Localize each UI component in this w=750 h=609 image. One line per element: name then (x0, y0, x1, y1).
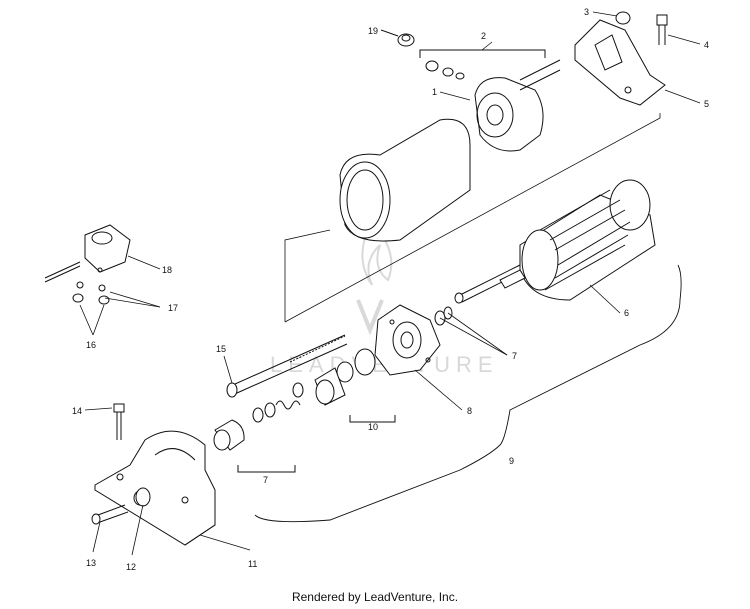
part-4-bolt (656, 14, 668, 45)
part-7-spacer (213, 382, 304, 473)
part-14-bolt (113, 403, 125, 440)
part-13-bolt (91, 504, 129, 525)
part-10-drive (314, 348, 396, 423)
callout-17: 17 (168, 303, 178, 313)
callout-1: 1 (432, 87, 437, 97)
callout-19: 19 (368, 26, 378, 36)
callout-labels: 19 2 1 3 4 5 6 7 8 9 10 7 11 12 13 14 15… (72, 7, 709, 572)
callout-14: 14 (72, 406, 82, 416)
leader-lines (79, 11, 701, 556)
footer-credit: Rendered by LeadVenture, Inc. (291, 590, 459, 604)
callout-18: 18 (162, 265, 172, 275)
assembly-bracket-9 (254, 264, 682, 523)
part-5-mounting-bracket (574, 19, 666, 106)
callout-13: 13 (86, 558, 96, 568)
part-1-end-cap (474, 59, 561, 152)
callout-16: 16 (86, 340, 96, 350)
callout-9: 9 (509, 456, 514, 466)
callout-11: 11 (248, 559, 257, 569)
callout-12: 12 (126, 562, 136, 572)
part-11-bracket (94, 430, 216, 546)
motor-housing (339, 118, 471, 242)
part-18-solenoid (44, 224, 131, 292)
part-15-through-bolt (226, 334, 348, 398)
part-16-17-nuts (72, 293, 110, 305)
callout-15: 15 (216, 344, 226, 354)
part-8-end-plate (374, 304, 441, 376)
callout-4: 4 (704, 40, 709, 50)
part-2-hardware (419, 49, 546, 80)
part-3-nut (615, 11, 631, 25)
callout-7-armature: 7 (512, 351, 517, 361)
part-6-armature (454, 179, 656, 304)
callout-7-spacer: 7 (263, 475, 268, 485)
assembly-outline (284, 113, 661, 323)
callout-2: 2 (481, 31, 486, 41)
callout-3: 3 (584, 7, 589, 17)
callout-5: 5 (704, 99, 709, 109)
callout-8: 8 (467, 406, 472, 416)
part-19-nut (380, 29, 415, 47)
part-12-washer (135, 487, 151, 507)
callout-10: 10 (368, 422, 378, 432)
part-7-washers (434, 306, 453, 326)
callout-6: 6 (624, 308, 629, 318)
